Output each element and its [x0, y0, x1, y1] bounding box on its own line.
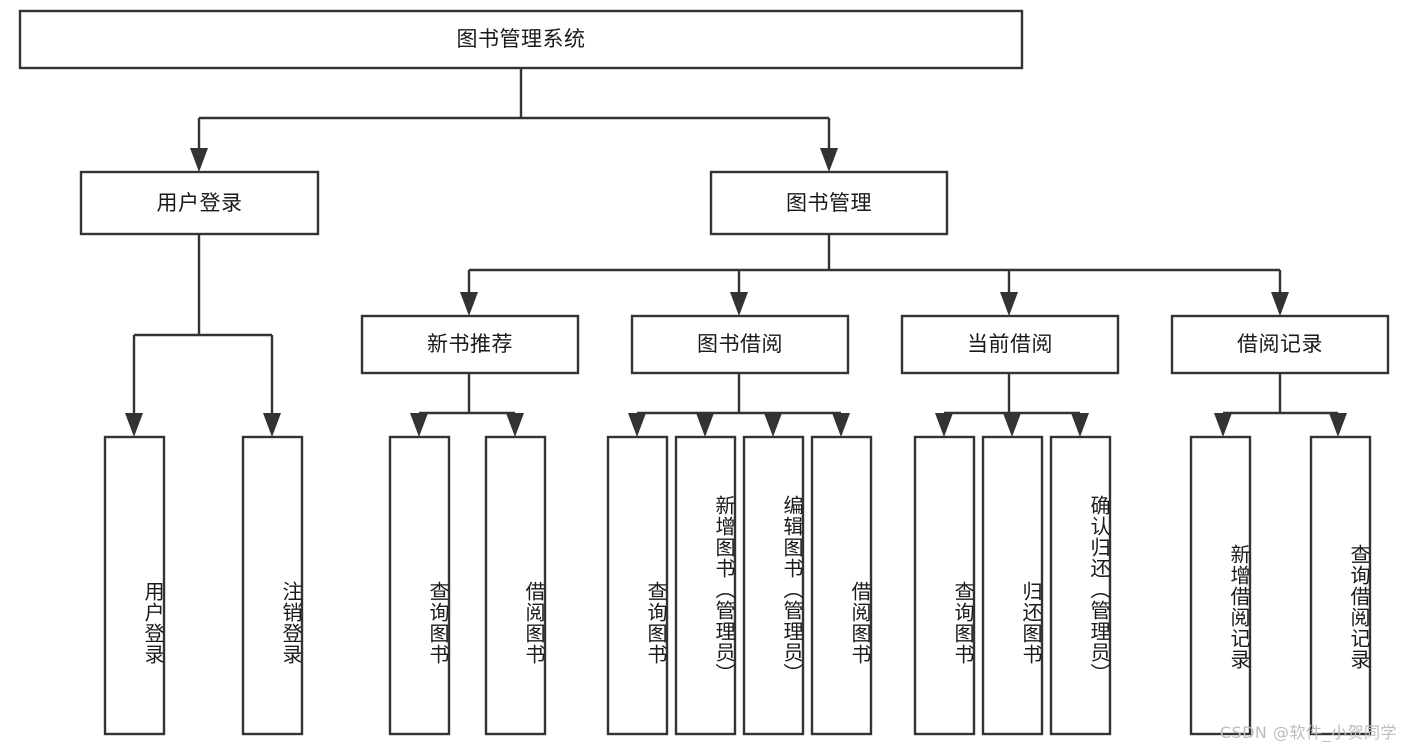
arrow-head-leaf-return-book — [1003, 413, 1021, 437]
node-box-leaf-confirm-return — [1049, 435, 1112, 736]
arrow-head-leaf-add-record — [1214, 413, 1232, 437]
node-box-leaf-edit-book — [742, 435, 805, 736]
node-box-current-borrow — [900, 314, 1120, 375]
arrow-head-book-manage — [820, 148, 838, 172]
arrow-head-new-book-recommend — [460, 292, 478, 316]
arrow-head-leaf-borrow-book-1 — [506, 413, 524, 437]
node-box-leaf-query-record — [1309, 435, 1372, 736]
arrow-head-leaf-query-book-1 — [410, 413, 428, 437]
node-box-root — [18, 9, 1024, 70]
arrow-head-borrow-record — [1271, 292, 1289, 316]
arrow-head-leaf-confirm-return — [1071, 413, 1089, 437]
arrow-head-leaf-query-record — [1329, 413, 1347, 437]
node-box-book-manage — [709, 170, 949, 236]
node-box-leaf-query-book-3 — [913, 435, 976, 736]
node-box-leaf-logout-login — [241, 435, 304, 736]
arrow-head-leaf-add-book — [696, 413, 714, 437]
node-box-book-borrow — [630, 314, 850, 375]
arrow-head-leaf-edit-book — [764, 413, 782, 437]
node-box-leaf-add-record — [1189, 435, 1252, 736]
node-box-leaf-add-book — [674, 435, 737, 736]
node-box-leaf-borrow-book-1 — [484, 435, 547, 736]
node-box-leaf-query-book-1 — [388, 435, 451, 736]
arrow-head-user-login — [190, 148, 208, 172]
arrow-head-book-borrow — [730, 292, 748, 316]
node-box-new-book-recommend — [360, 314, 580, 375]
arrow-head-leaf-query-book-2 — [628, 413, 646, 437]
arrow-head-leaf-query-book-3 — [935, 413, 953, 437]
arrow-head-leaf-borrow-book-2 — [832, 413, 850, 437]
node-box-leaf-user-login — [103, 435, 166, 736]
node-box-leaf-borrow-book-2 — [810, 435, 873, 736]
arrow-head-current-borrow — [1000, 292, 1018, 316]
node-box-leaf-return-book — [981, 435, 1044, 736]
arrow-head-leaf-user-login — [125, 413, 143, 437]
csdn-watermark: CSDN @软件_小贺同学 — [1219, 723, 1397, 742]
node-box-user-login — [79, 170, 320, 236]
node-box-leaf-query-book-2 — [606, 435, 669, 736]
node-box-borrow-record — [1170, 314, 1390, 375]
arrow-head-leaf-logout-login — [263, 413, 281, 437]
